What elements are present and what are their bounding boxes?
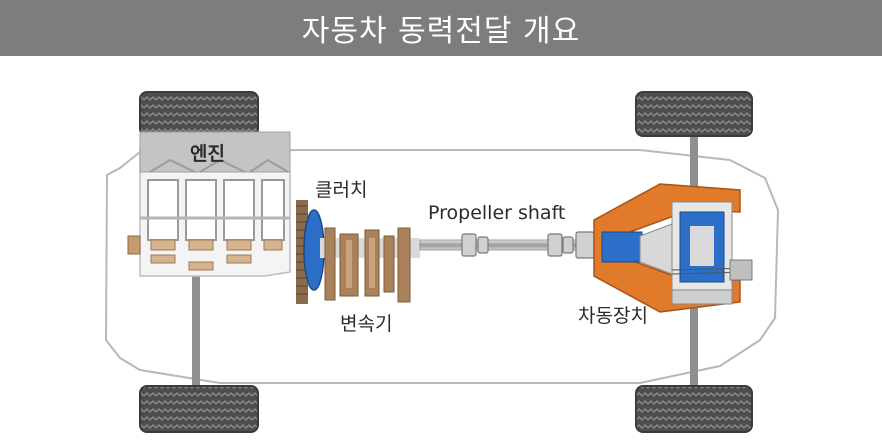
drivetrain-diagram: 엔진 클러치 변속기 — [104, 91, 780, 433]
propeller-shaft-label: Propeller shaft — [428, 202, 565, 224]
front-right-tire — [139, 385, 259, 433]
front-left-tire — [139, 91, 259, 137]
rear-left-tire — [635, 91, 753, 137]
rear-right-tire — [635, 385, 753, 433]
page-title: 자동차 동력전달 개요 — [301, 14, 581, 49]
engine-block: 엔진 — [127, 131, 291, 277]
transmission: 변속기 — [320, 227, 420, 335]
transmission-label: 변속기 — [340, 313, 392, 335]
title-bar: 자동차 동력전달 개요 — [0, 0, 882, 56]
engine-label: 엔진 — [190, 143, 225, 165]
clutch-label: 클러치 — [315, 179, 367, 201]
differential-label: 차동장치 — [578, 305, 648, 327]
propeller-shaft: Propeller shaft — [419, 202, 595, 259]
differential: 차동장치 — [578, 183, 753, 327]
